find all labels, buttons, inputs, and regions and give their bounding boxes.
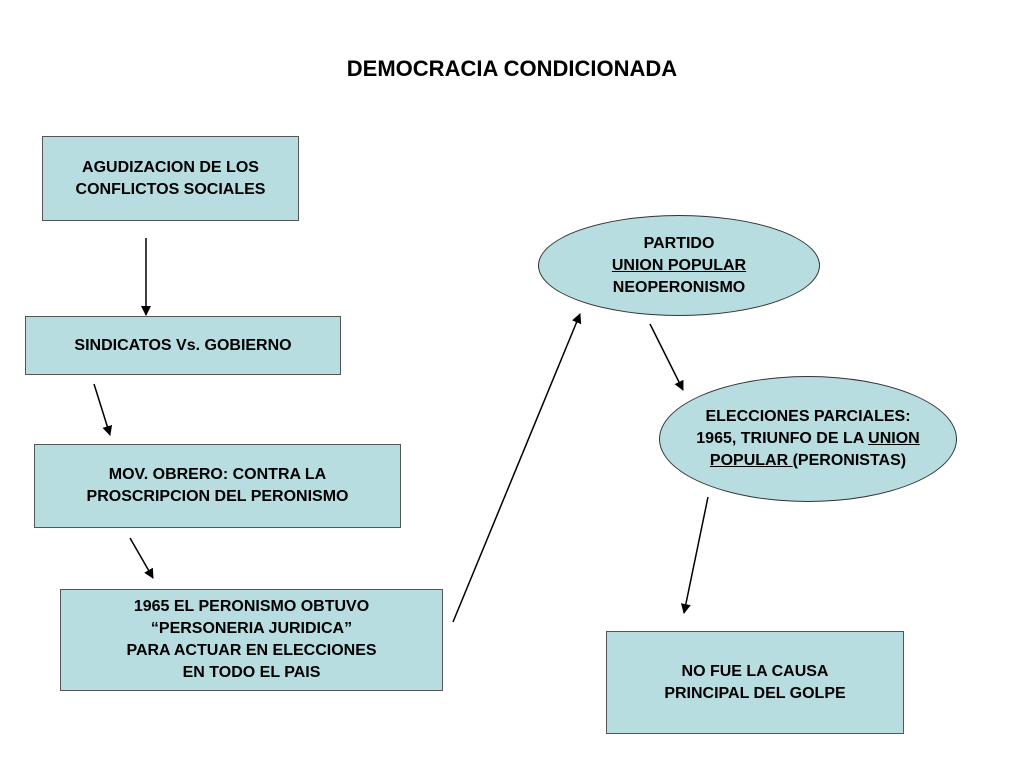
node-personeria-line-2: “PERSONERIA JURIDICA” bbox=[150, 620, 353, 637]
arrow-partido-to-elecciones bbox=[649, 323, 684, 391]
node-sindicatos-line-1: SINDICATOS Vs. GOBIERNO bbox=[74, 336, 292, 354]
node-elecciones-popular-text: POPULAR bbox=[709, 452, 793, 469]
arrow-elecciones-to-no-fue bbox=[680, 496, 709, 614]
node-partido: PARTIDO UNION POPULAR NEOPERONISMO bbox=[538, 215, 820, 316]
diagram-title: DEMOCRACIA CONDICIONADA bbox=[346, 56, 678, 81]
node-partido-line-1: PARTIDO bbox=[643, 234, 715, 252]
node-no-fue: NO FUE LA CAUSA PRINCIPAL DEL GOLPE bbox=[606, 631, 904, 734]
node-elecciones-peronistas-text: (PERONISTAS) bbox=[792, 452, 907, 469]
node-agudizacion-line-1: AGUDIZACION DE LOS bbox=[82, 158, 259, 176]
node-partido-line-3: NEOPERONISMO bbox=[612, 278, 746, 296]
arrow-sindicatos-to-mov-obrero bbox=[93, 383, 113, 436]
node-personeria: 1965 EL PERONISMO OBTUVO “PERSONERIA JUR… bbox=[60, 589, 443, 691]
node-elecciones-line-3: POPULAR (PERONISTAS) bbox=[710, 450, 906, 472]
arrow-personeria-to-partido bbox=[452, 313, 582, 623]
node-elecciones-line-2-text: 1965, TRIUNFO DE LA bbox=[696, 430, 869, 447]
node-elecciones-union-text: UNION bbox=[868, 430, 920, 447]
node-mov-obrero-line-1: MOV. OBRERO: CONTRA LA bbox=[108, 466, 327, 483]
node-personeria-line-4: EN TODO EL PAIS bbox=[182, 664, 321, 681]
node-elecciones: ELECCIONES PARCIALES: 1965, TRIUNFO DE L… bbox=[659, 376, 957, 502]
arrow-mov-obrero-to-personeria bbox=[129, 537, 154, 579]
node-mov-obrero-line-2: PROSCRIPCION DEL PERONISMO bbox=[86, 488, 349, 505]
node-personeria-line-1: 1965 EL PERONISMO OBTUVO bbox=[133, 598, 370, 615]
node-partido-line-2: UNION POPULAR bbox=[611, 256, 747, 274]
node-sindicatos: SINDICATOS Vs. GOBIERNO bbox=[25, 316, 341, 375]
node-personeria-line-3: PARA ACTUAR EN ELECCIONES bbox=[126, 642, 377, 659]
node-no-fue-line-2: PRINCIPAL DEL GOLPE bbox=[664, 684, 846, 702]
node-mov-obrero: MOV. OBRERO: CONTRA LA PROSCRIPCION DEL … bbox=[34, 444, 401, 528]
node-no-fue-line-1: NO FUE LA CAUSA bbox=[681, 662, 829, 680]
node-agudizacion-line-2: CONFLICTOS SOCIALES bbox=[75, 180, 266, 198]
node-elecciones-line-1: ELECCIONES PARCIALES: bbox=[705, 408, 911, 425]
node-agudizacion: AGUDIZACION DE LOS CONFLICTOS SOCIALES bbox=[42, 136, 299, 221]
node-elecciones-line-2: 1965, TRIUNFO DE LA UNION bbox=[696, 428, 919, 450]
